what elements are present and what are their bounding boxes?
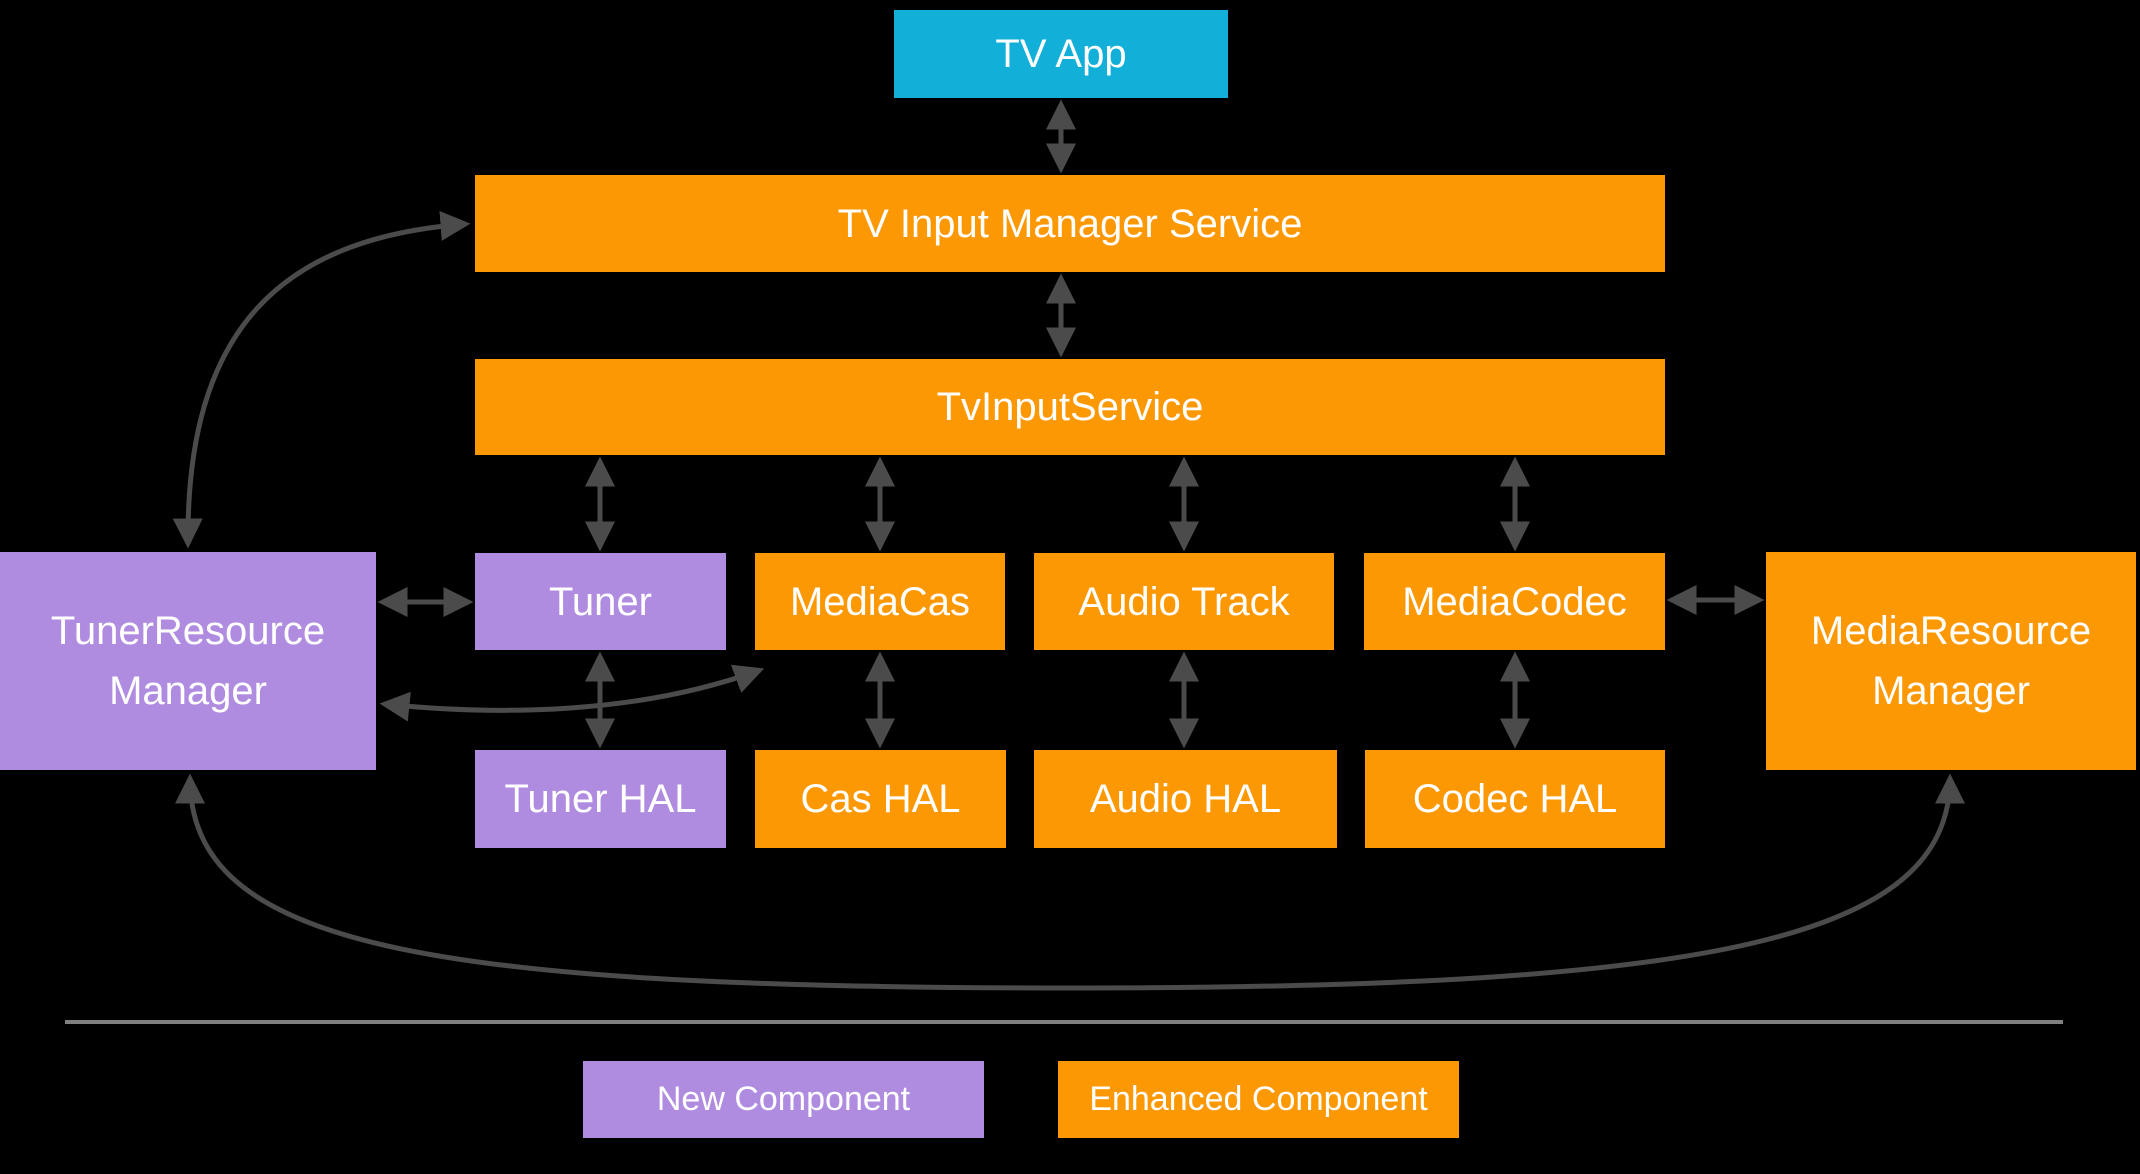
node-tuner-hal: Tuner HAL xyxy=(475,750,726,848)
node-codec-hal: Codec HAL xyxy=(1365,750,1665,848)
node-media-resource-manager: MediaResource Manager xyxy=(1766,552,2136,770)
legend-enhanced-component: Enhanced Component xyxy=(1058,1061,1459,1138)
node-tv-input-service: TvInputService xyxy=(475,359,1665,455)
node-tuner-resource-manager: TunerResource Manager xyxy=(0,552,376,770)
node-media-codec: MediaCodec xyxy=(1364,553,1665,650)
node-tv-app: TV App xyxy=(894,10,1228,98)
node-tv-input-manager-service: TV Input Manager Service xyxy=(475,175,1665,272)
node-media-cas: MediaCas xyxy=(755,553,1005,650)
node-tuner: Tuner xyxy=(475,553,726,650)
node-audio-track: Audio Track xyxy=(1034,553,1334,650)
arrow-trm-tims-curve xyxy=(172,210,471,549)
arrow-trm-mrm-curve xyxy=(175,773,1965,991)
legend-new-component: New Component xyxy=(583,1061,984,1138)
node-cas-hal: Cas HAL xyxy=(755,750,1006,848)
arrow-trm-mediacas-curve xyxy=(379,664,765,722)
node-audio-hal: Audio HAL xyxy=(1034,750,1337,848)
